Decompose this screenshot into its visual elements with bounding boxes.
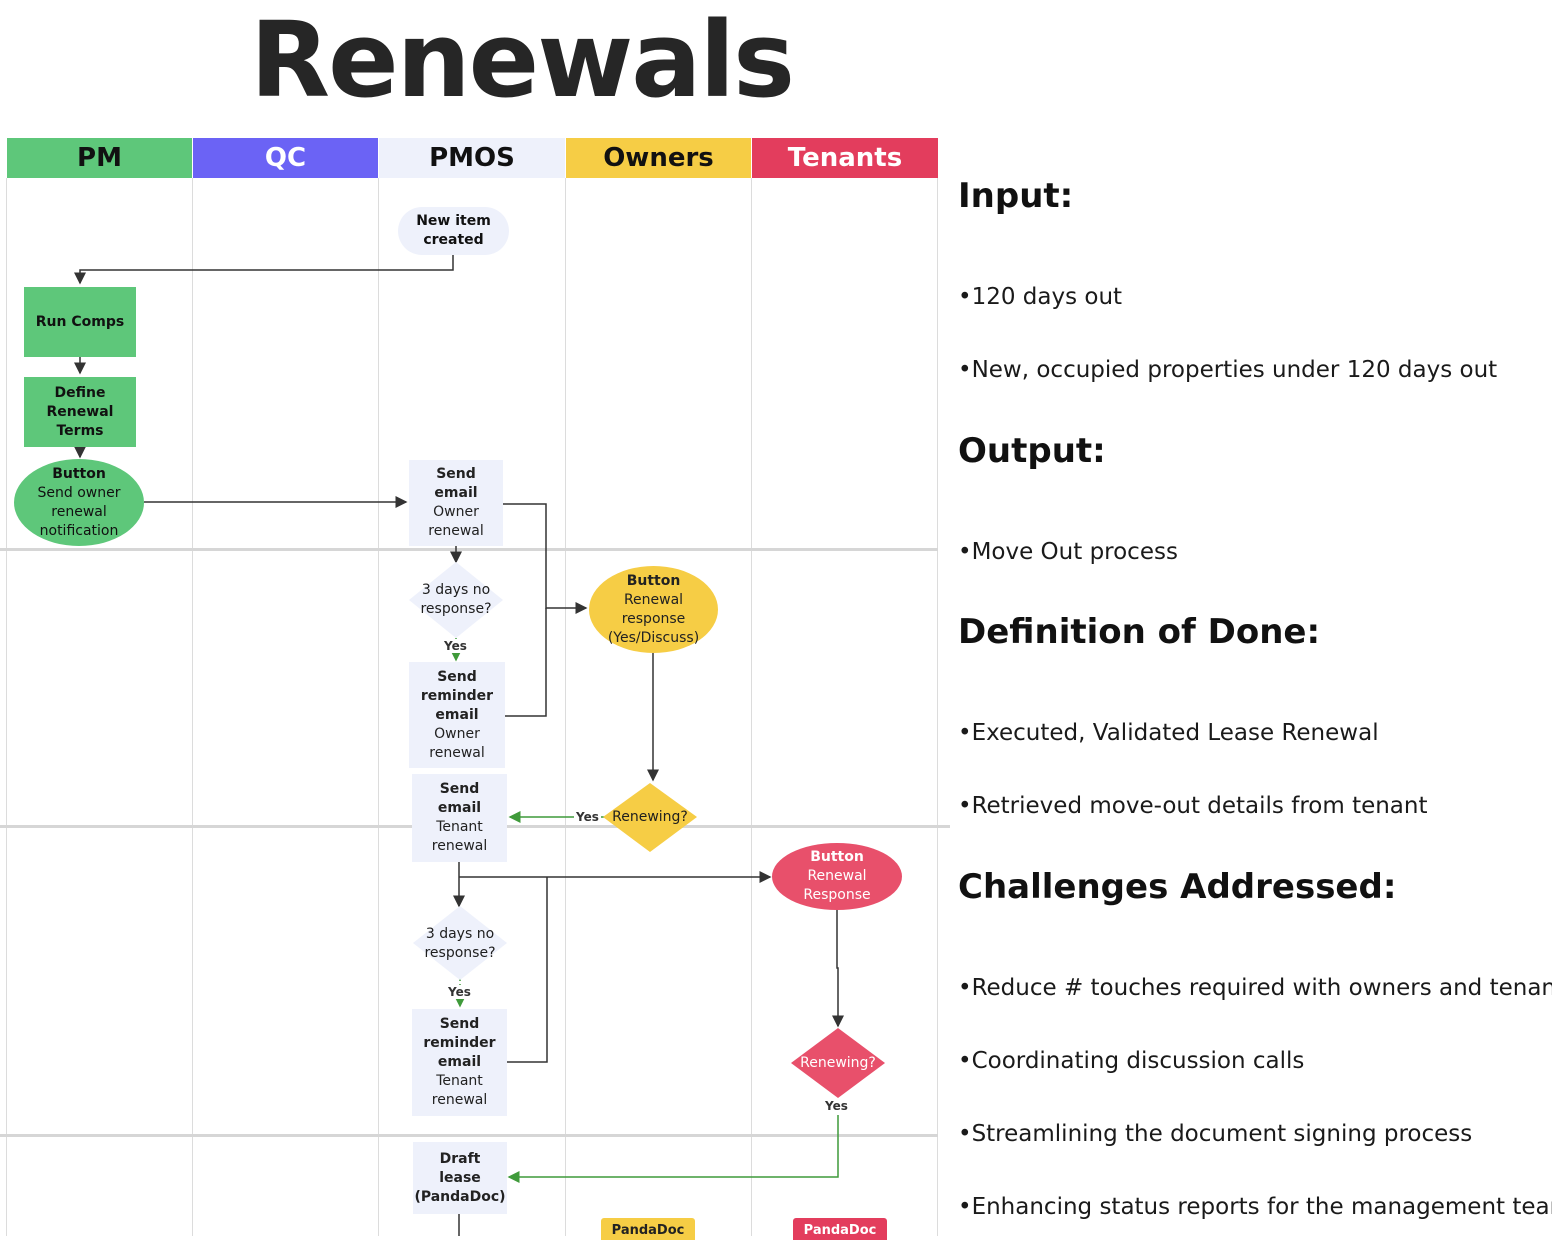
owner-renewing-decision: Renewing?	[612, 809, 688, 825]
lane-header-pmos: PMOS	[379, 138, 565, 178]
pandadoc-tenant-tag: PandaDoc	[793, 1218, 887, 1240]
yes-label: Yes	[442, 639, 469, 653]
input-item: •New, occupied properties under 120 days…	[958, 357, 1498, 383]
definition-of-done-heading: Definition of Done:	[958, 612, 1321, 652]
lane-divider	[6, 178, 7, 1236]
challenge-item: •Enhancing status reports for the manage…	[958, 1194, 1552, 1220]
lane-divider	[751, 178, 752, 1236]
challenge-item: •Reduce # touches required with owners a…	[958, 975, 1552, 1001]
send-owner-notification-button[interactable]: Button Send owner renewal notification	[14, 459, 144, 546]
phase-separator	[0, 1134, 938, 1137]
lane-divider	[565, 178, 566, 1236]
done-item: •Retrieved move-out details from tenant	[958, 793, 1428, 819]
lane-header-tenants: Tenants	[752, 138, 938, 178]
pandadoc-owner-tag: PandaDoc	[601, 1218, 695, 1240]
input-heading: Input:	[958, 176, 1074, 216]
challenge-item: •Streamlining the document signing proce…	[958, 1121, 1473, 1147]
lane-header-owners: Owners	[566, 138, 751, 178]
lane-divider	[192, 178, 193, 1236]
output-item: •Move Out process	[958, 539, 1178, 565]
run-comps-step: Run Comps	[24, 287, 136, 357]
tenant-renewing-decision: Renewing?	[800, 1055, 876, 1071]
output-heading: Output:	[958, 431, 1106, 471]
tenant-renewal-response-button[interactable]: Button Renewal Response	[772, 843, 902, 910]
challenge-item: •Coordinating discussion calls	[958, 1048, 1305, 1074]
yes-label: Yes	[446, 985, 473, 999]
owner-renewal-response-button[interactable]: Button Renewal response (Yes/Discuss)	[589, 566, 718, 653]
yes-label: Yes	[823, 1099, 850, 1113]
done-item: •Executed, Validated Lease Renewal	[958, 720, 1379, 746]
page-title: Renewals	[250, 0, 795, 121]
lane-header-pm: PM	[7, 138, 192, 178]
input-item: •120 days out	[958, 284, 1123, 310]
yes-label: Yes	[574, 810, 601, 824]
challenges-heading: Challenges Addressed:	[958, 867, 1397, 907]
phase-separator	[0, 548, 938, 551]
lane-divider	[937, 178, 938, 1236]
lane-header-qc: QC	[193, 138, 378, 178]
lane-divider	[378, 178, 379, 1236]
